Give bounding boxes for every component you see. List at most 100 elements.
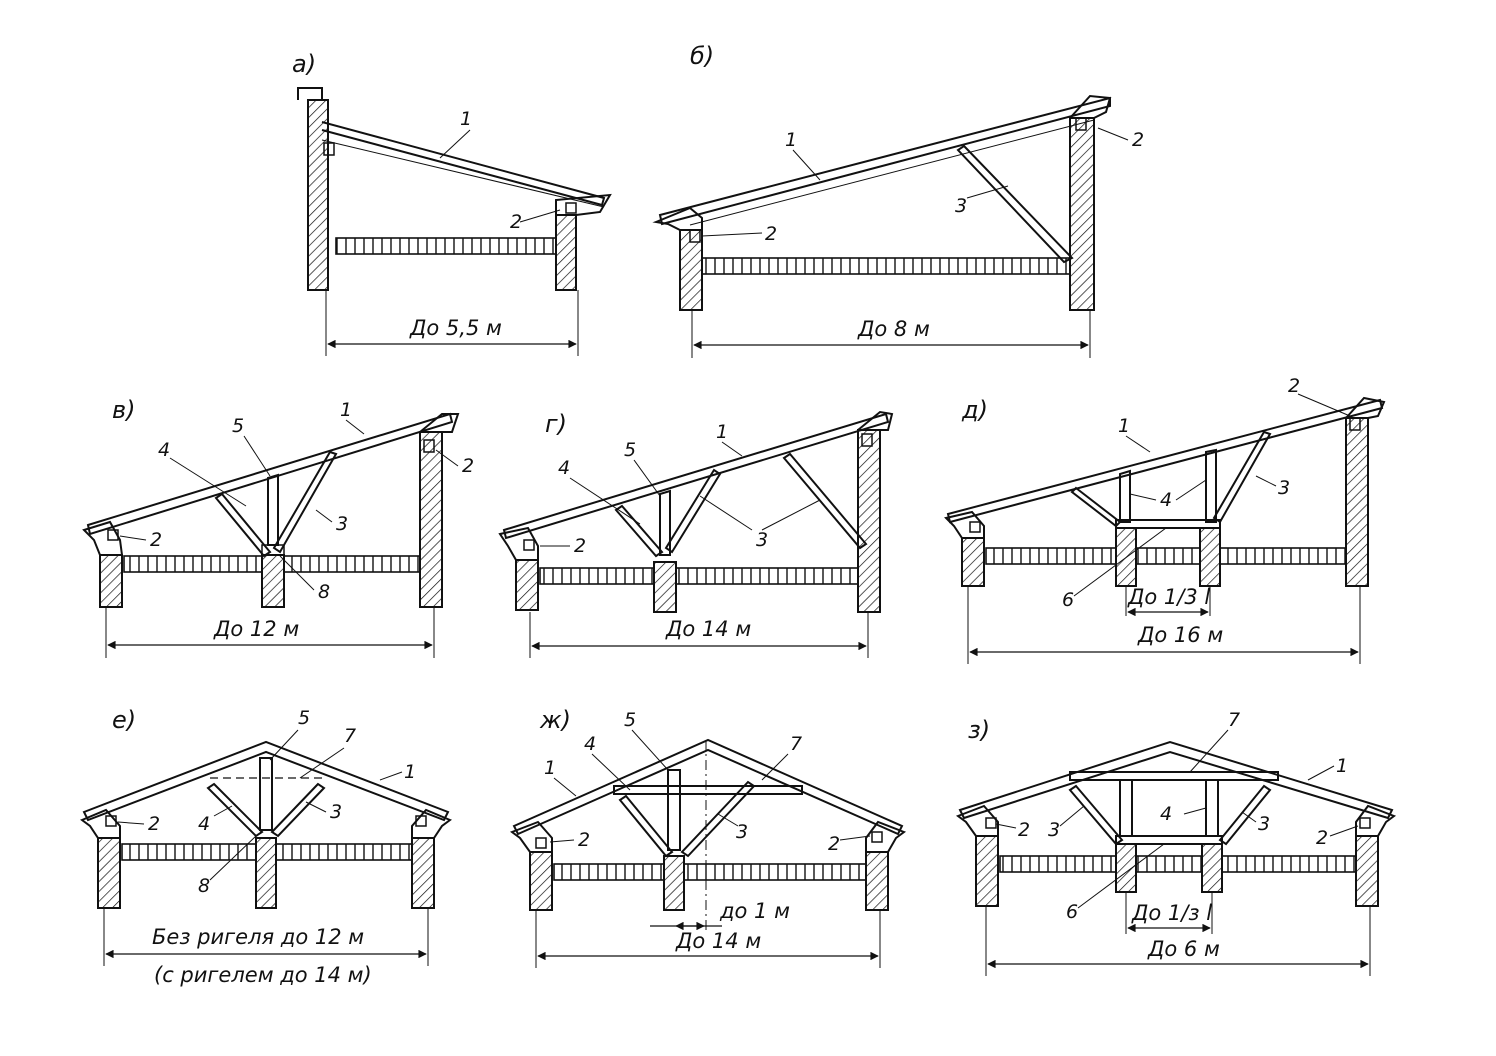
floor-slab-right — [683, 863, 867, 881]
diagram-letter: в) — [112, 396, 136, 424]
callout-1: 1 — [1336, 755, 1348, 777]
middle-wall — [653, 561, 677, 613]
span-label: До 6 м — [1147, 937, 1220, 961]
callout-3: 3 — [330, 801, 342, 823]
strut — [956, 144, 1074, 264]
callout-3: 3 — [336, 513, 348, 535]
callout-5: 5 — [298, 707, 310, 729]
callout-3: 3 — [756, 529, 768, 551]
callout-4: 4 — [1160, 489, 1172, 511]
span-label: До 5,5 м — [409, 316, 502, 340]
right-wall — [411, 837, 435, 909]
middle-wall — [255, 837, 277, 909]
diagram-b: б) 1 2 3 2 До 8 м — [652, 42, 1144, 358]
post-right — [1205, 448, 1217, 523]
callout-2: 2 — [1018, 819, 1030, 841]
callout-4: 4 — [558, 457, 570, 479]
strut-right — [1212, 430, 1272, 524]
callout-7: 7 — [790, 733, 802, 755]
callout-4: 4 — [584, 733, 596, 755]
middle-wall — [261, 554, 285, 608]
post — [267, 473, 279, 546]
span-label: До 16 м — [1137, 623, 1223, 647]
left-wall — [529, 851, 553, 911]
callout-2: 2 — [510, 211, 522, 233]
rafters — [512, 738, 904, 836]
right-wall — [857, 429, 881, 613]
floor-slab-left — [985, 547, 1117, 565]
floor-slab-right — [283, 555, 421, 573]
right-wall — [1345, 417, 1369, 587]
strut-mid — [664, 468, 722, 554]
beam — [1115, 835, 1223, 845]
callout-2b: 2 — [1316, 827, 1328, 849]
callout-2: 2 — [574, 535, 586, 557]
span-label-2: (с ригелем до 14 м) — [154, 963, 372, 987]
right-wall — [1069, 117, 1095, 311]
strut-right — [680, 780, 756, 858]
callout-5: 5 — [232, 415, 244, 437]
callout-1: 1 — [785, 129, 797, 151]
diagram-v: в) 1 2 3 4 5 2 8 До 12 м — [82, 396, 474, 658]
inner-wall-left — [1115, 843, 1137, 893]
strut-left — [1070, 486, 1122, 528]
strut-left — [214, 492, 272, 558]
sub-span-label: До 1/3 l — [1127, 585, 1210, 609]
callout-2b: 2 — [765, 223, 777, 245]
left-wall — [975, 835, 999, 907]
callout-2: 2 — [1288, 375, 1300, 397]
post-left — [1119, 779, 1133, 837]
rafter — [502, 412, 890, 540]
sub-span-label: До 1/з l — [1131, 901, 1212, 925]
floor-slab-left — [539, 567, 655, 585]
diagram-letter: ж) — [539, 706, 571, 734]
callout-8: 8 — [198, 875, 210, 897]
floor-slab-right — [1219, 547, 1347, 565]
span-label: Без ригеля до 12 м — [152, 925, 364, 949]
strut-left — [614, 504, 664, 558]
diagram-letter: е) — [112, 706, 136, 734]
callout-2: 2 — [148, 813, 160, 835]
callout-1: 1 — [340, 399, 352, 421]
callout-2: 2 — [1132, 129, 1144, 151]
left-wall — [99, 554, 123, 608]
post-left — [1119, 469, 1131, 523]
span-label: До 8 м — [857, 317, 930, 341]
strut-left — [618, 794, 674, 858]
left-wall — [97, 837, 121, 909]
callout-5: 5 — [624, 439, 636, 461]
inner-wall-right — [1201, 843, 1223, 893]
diagram-letter: г) — [545, 410, 567, 438]
callout-1: 1 — [1118, 415, 1130, 437]
rafter — [946, 398, 1384, 524]
diagram-d: д) 2 1 4 3 6 До 1/3 l До 16 — [944, 375, 1386, 664]
floor-slab-right — [1221, 855, 1357, 873]
callout-4: 4 — [198, 813, 210, 835]
floor-slab — [701, 257, 1071, 275]
right-wall — [419, 431, 443, 608]
right-wall — [1355, 835, 1379, 907]
callout-6: 6 — [1066, 901, 1078, 923]
callout-2: 2 — [150, 529, 162, 551]
post — [659, 489, 671, 556]
middle-wall — [663, 855, 685, 911]
callout-2: 2 — [578, 829, 590, 851]
beam — [1115, 519, 1221, 529]
post — [667, 769, 681, 851]
rafter — [86, 412, 454, 536]
callout-3: 3 — [1048, 819, 1060, 841]
span-label: До 14 м — [665, 617, 751, 641]
collar-beam — [1069, 771, 1279, 781]
inner-wall-right — [1199, 527, 1221, 587]
floor-slab-left — [999, 855, 1117, 873]
callout-1: 1 — [716, 421, 728, 443]
collar-beam — [613, 785, 803, 795]
right-wall — [555, 214, 577, 291]
floor-slab — [335, 237, 557, 255]
callout-5: 5 — [624, 709, 636, 731]
callout-7: 7 — [344, 725, 356, 747]
strut-right — [272, 450, 338, 554]
strut-left — [1068, 784, 1124, 846]
post-right — [1205, 779, 1219, 837]
